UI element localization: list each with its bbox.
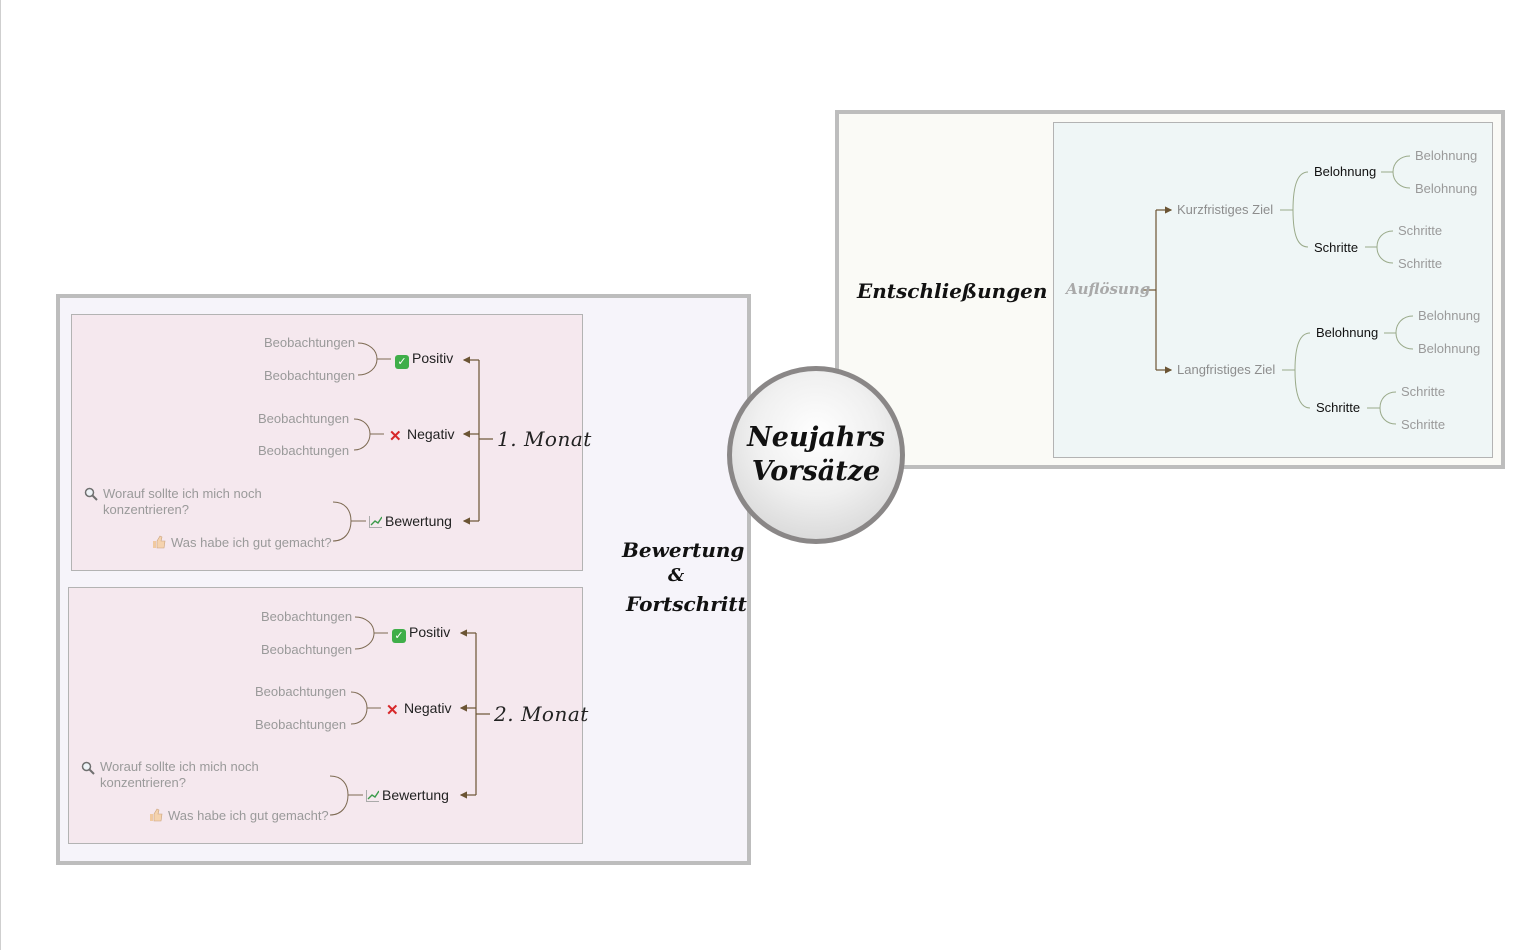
- evaluation-title-line2: &: [668, 565, 685, 586]
- review-label: Bewertung: [382, 787, 449, 803]
- resolution-root-node[interactable]: Auflösung: [1066, 280, 1151, 298]
- positive-label: Positiv: [412, 350, 454, 366]
- reward-node[interactable]: Belohnung: [1314, 164, 1377, 179]
- positive-node[interactable]: ✓Positiv: [392, 625, 450, 643]
- observation-item[interactable]: Beobachtungen: [261, 642, 353, 657]
- focus-question-line2: konzentrieren?: [100, 775, 186, 790]
- evaluation-title-line1: Bewertung: [622, 538, 745, 562]
- chart-increasing-icon: [369, 516, 382, 528]
- steps-item[interactable]: Schritte: [1398, 256, 1443, 271]
- central-topic[interactable]: Neujahrs Vorsätze: [727, 366, 905, 544]
- observation-item[interactable]: Beobachtungen: [258, 411, 350, 426]
- reward-item[interactable]: Belohnung: [1418, 308, 1481, 323]
- reward-item[interactable]: Belohnung: [1415, 148, 1478, 163]
- month-1-label[interactable]: 1. Monat: [497, 427, 592, 451]
- success-question-text: Was habe ich gut gemacht?: [168, 808, 329, 823]
- review-node[interactable]: Bewertung: [369, 514, 452, 528]
- magnifier-icon: [81, 761, 95, 775]
- reward-item[interactable]: Belohnung: [1415, 181, 1478, 196]
- focus-question[interactable]: [81, 761, 98, 777]
- thumbs-up-icon: [152, 535, 166, 549]
- canvas-edge: [0, 0, 1, 950]
- evaluation-title-line3: Fortschritt: [626, 592, 747, 616]
- chart-increasing-icon: [366, 790, 379, 802]
- reward-item[interactable]: Belohnung: [1418, 341, 1481, 356]
- central-topic-line2: Vorsätze: [751, 456, 881, 487]
- focus-question-line2: konzentrieren?: [103, 502, 189, 517]
- observation-item[interactable]: Beobachtungen: [255, 684, 347, 699]
- magnifier-icon: [84, 487, 98, 501]
- check-mark-icon: ✓: [395, 355, 409, 369]
- reward-node[interactable]: Belohnung: [1316, 325, 1379, 340]
- negative-label: Negativ: [407, 426, 455, 442]
- review-node[interactable]: Bewertung: [366, 788, 449, 802]
- review-label: Bewertung: [385, 513, 452, 529]
- steps-item[interactable]: Schritte: [1398, 223, 1443, 238]
- observation-item[interactable]: Beobachtungen: [258, 443, 350, 458]
- success-question-text: Was habe ich gut gemacht?: [171, 535, 332, 550]
- resolutions-title: Entschließungen: [857, 279, 1048, 303]
- observation-item[interactable]: Beobachtungen: [255, 717, 347, 732]
- negative-label: Negativ: [404, 700, 452, 716]
- short-term-goal-node[interactable]: Kurzfristiges Ziel: [1177, 202, 1274, 217]
- observation-item[interactable]: Beobachtungen: [261, 609, 353, 624]
- central-topic-line1: Neujahrs: [747, 422, 885, 453]
- negative-node[interactable]: ✕ Negativ: [389, 426, 455, 445]
- focus-question-line1: Worauf sollte ich mich noch: [100, 759, 259, 774]
- observation-item[interactable]: Beobachtungen: [264, 335, 356, 350]
- observation-item[interactable]: Beobachtungen: [264, 368, 356, 383]
- cross-mark-icon: ✕: [389, 428, 402, 445]
- focus-question-line1: Worauf sollte ich mich noch: [103, 486, 262, 501]
- steps-item[interactable]: Schritte: [1401, 417, 1446, 432]
- success-question[interactable]: [152, 535, 169, 551]
- month-1-panel[interactable]: [71, 314, 583, 571]
- cross-mark-icon: ✕: [386, 702, 399, 719]
- positive-node[interactable]: ✓Positiv: [395, 351, 453, 369]
- steps-node[interactable]: Schritte: [1316, 400, 1361, 415]
- check-mark-icon: ✓: [392, 629, 406, 643]
- focus-question[interactable]: [84, 487, 101, 503]
- resolution-panel[interactable]: [1053, 122, 1493, 458]
- month-2-panel[interactable]: [68, 587, 583, 844]
- steps-node[interactable]: Schritte: [1314, 240, 1359, 255]
- negative-node[interactable]: ✕ Negativ: [386, 700, 452, 719]
- success-question[interactable]: [149, 808, 166, 824]
- month-2-label[interactable]: 2. Monat: [494, 702, 589, 726]
- long-term-goal-node[interactable]: Langfristiges Ziel: [1177, 362, 1276, 377]
- thumbs-up-icon: [149, 808, 163, 822]
- steps-item[interactable]: Schritte: [1401, 384, 1446, 399]
- positive-label: Positiv: [409, 624, 451, 640]
